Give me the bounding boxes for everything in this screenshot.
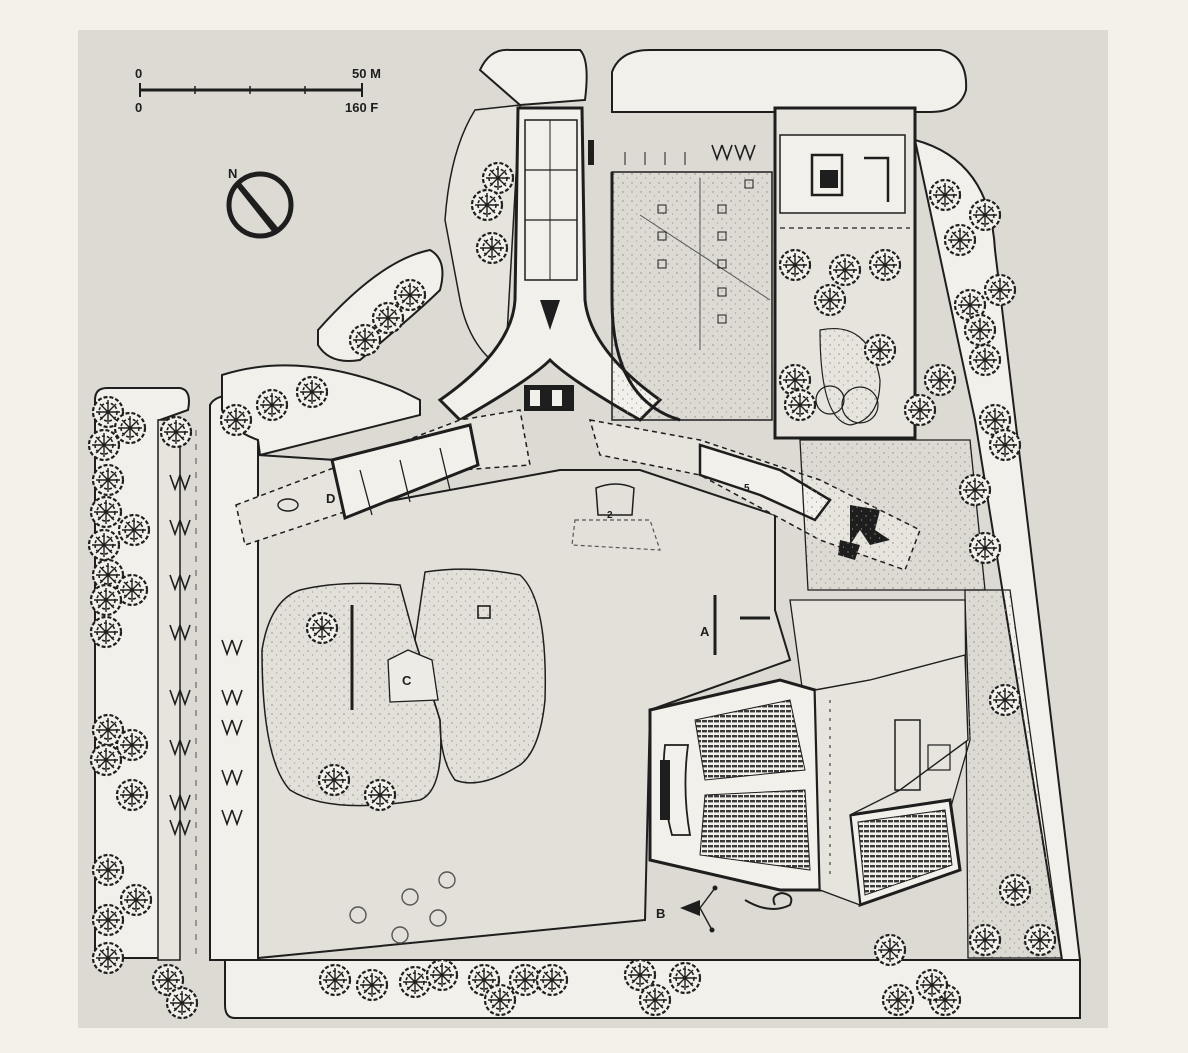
east-planted-strip <box>964 589 1063 959</box>
label-b: B <box>656 906 665 921</box>
north-island <box>478 48 588 107</box>
auditorium-second <box>848 798 962 908</box>
sculpture-b <box>680 885 793 933</box>
auditorium-foyer <box>814 654 969 907</box>
label-c: C <box>402 673 412 688</box>
parking-bays-north <box>624 144 756 165</box>
scale-bar <box>139 83 363 97</box>
scale-imperial-start: 0 <box>135 100 142 115</box>
label-d: D <box>326 491 335 506</box>
sculpture-wall-a <box>713 595 770 655</box>
scale-metric-end: 50 M <box>352 66 381 81</box>
north-arrow-label: N <box>228 166 237 181</box>
label-2: 2 <box>607 510 613 521</box>
scale-metric-start: 0 <box>135 66 142 81</box>
label-a: A <box>700 624 710 639</box>
scale-imperial-end: 160 F <box>345 100 378 115</box>
north-arrow <box>226 171 294 239</box>
building-west-wing-d <box>235 409 531 546</box>
sculpture-circles <box>349 871 456 944</box>
lawn-c <box>261 568 547 807</box>
auditorium-main <box>648 678 822 892</box>
north-drive <box>611 49 968 113</box>
north-east-courtyard <box>610 171 773 422</box>
entrance-pavilion <box>571 483 661 551</box>
label-5: 5 <box>744 483 750 494</box>
east-garden <box>799 439 986 591</box>
